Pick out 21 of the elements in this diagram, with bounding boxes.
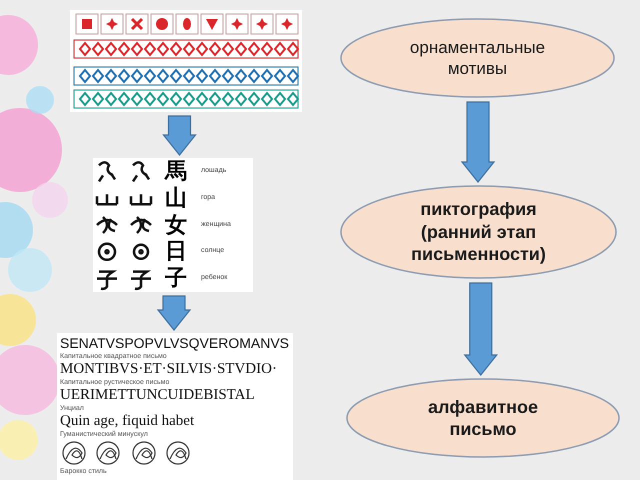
ellipse-node (340, 185, 617, 279)
chinese-character: 子 (165, 267, 187, 292)
block-arrow (162, 115, 197, 156)
ellipse-node (346, 378, 620, 458)
chinese-character: 山 (165, 186, 187, 211)
node-label: пиктография (ранний этап письменности) (410, 198, 547, 266)
chinese-character: 日 (165, 240, 187, 264)
picture-panel (57, 333, 293, 480)
chinese-character: 馬 (165, 160, 187, 184)
lettering-sample: UERIMETTUNCUIDEBISTAL (60, 387, 256, 404)
chinese-character: 女 (165, 214, 187, 238)
block-arrow (464, 282, 498, 376)
picture-panel (93, 158, 253, 292)
ellipse-node (340, 18, 615, 98)
lettering-sample: MONTIBVS·ET·SILVIS·STVDIO· (60, 361, 278, 378)
node-label: алфавитное письмо (426, 396, 540, 440)
node-label: орнаментальные мотивы (408, 36, 546, 80)
lettering-sample: Quin age, fiquid habet (60, 413, 196, 430)
block-arrow (460, 101, 496, 183)
lettering-sample: SENATVSPOPVLVSQVEROMANVS (60, 335, 290, 352)
block-arrow (156, 295, 192, 331)
